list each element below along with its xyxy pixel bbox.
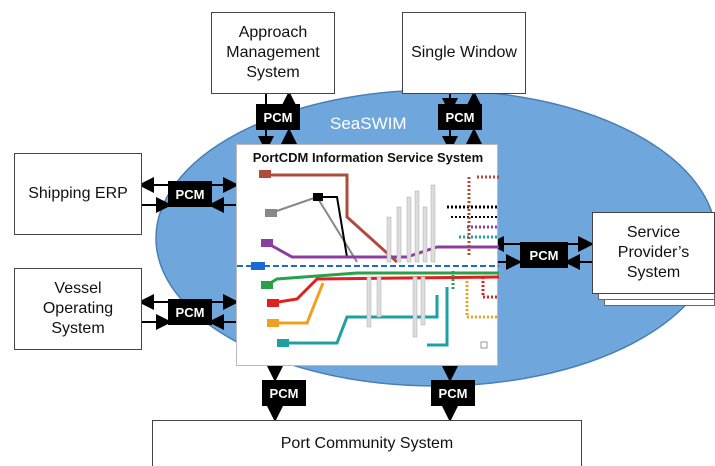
pcm-port-community-right: PCM — [431, 380, 475, 406]
vessel-arrows — [138, 294, 239, 330]
pcm-shipping-erp: PCM — [168, 181, 212, 207]
port-community-arrows — [267, 365, 458, 422]
pcm-single-window: PCM — [438, 104, 482, 130]
pcm-service-provider: PCM — [520, 242, 568, 268]
port-community-system-label: Port Community System — [280, 434, 454, 452]
vessel-operating-system-box: Vessel Operating System — [14, 268, 142, 350]
pcm-vessel: PCM — [168, 299, 212, 325]
service-map — [237, 170, 499, 349]
approach-management-system-label: Approach Management System — [226, 24, 320, 81]
single-window-label: Single Window — [411, 44, 517, 61]
service-provider-system-label: Service Provider’s System — [617, 224, 690, 281]
seaswim-label: SeaSWIM — [330, 114, 407, 133]
vessel-operating-system-label: Vessel Operating System — [42, 280, 114, 337]
port-community-system-box: Port Community System — [152, 420, 582, 466]
shipping-erp-arrows — [138, 177, 239, 213]
portcdm-title: PortCDM Information Service System — [252, 150, 484, 165]
approach-management-system-box: Approach Management System — [211, 12, 335, 94]
shipping-erp-box: Shipping ERP — [14, 153, 142, 235]
shipping-erp-label: Shipping ERP — [28, 185, 128, 202]
service-provider-system-box: Service Provider’s System — [592, 212, 715, 294]
single-window-box: Single Window — [402, 12, 526, 94]
pcm-port-community-left: PCM — [262, 380, 306, 406]
portcdm-panel: PortCDM Information Service System — [236, 144, 499, 366]
pcm-approach: PCM — [256, 104, 300, 130]
